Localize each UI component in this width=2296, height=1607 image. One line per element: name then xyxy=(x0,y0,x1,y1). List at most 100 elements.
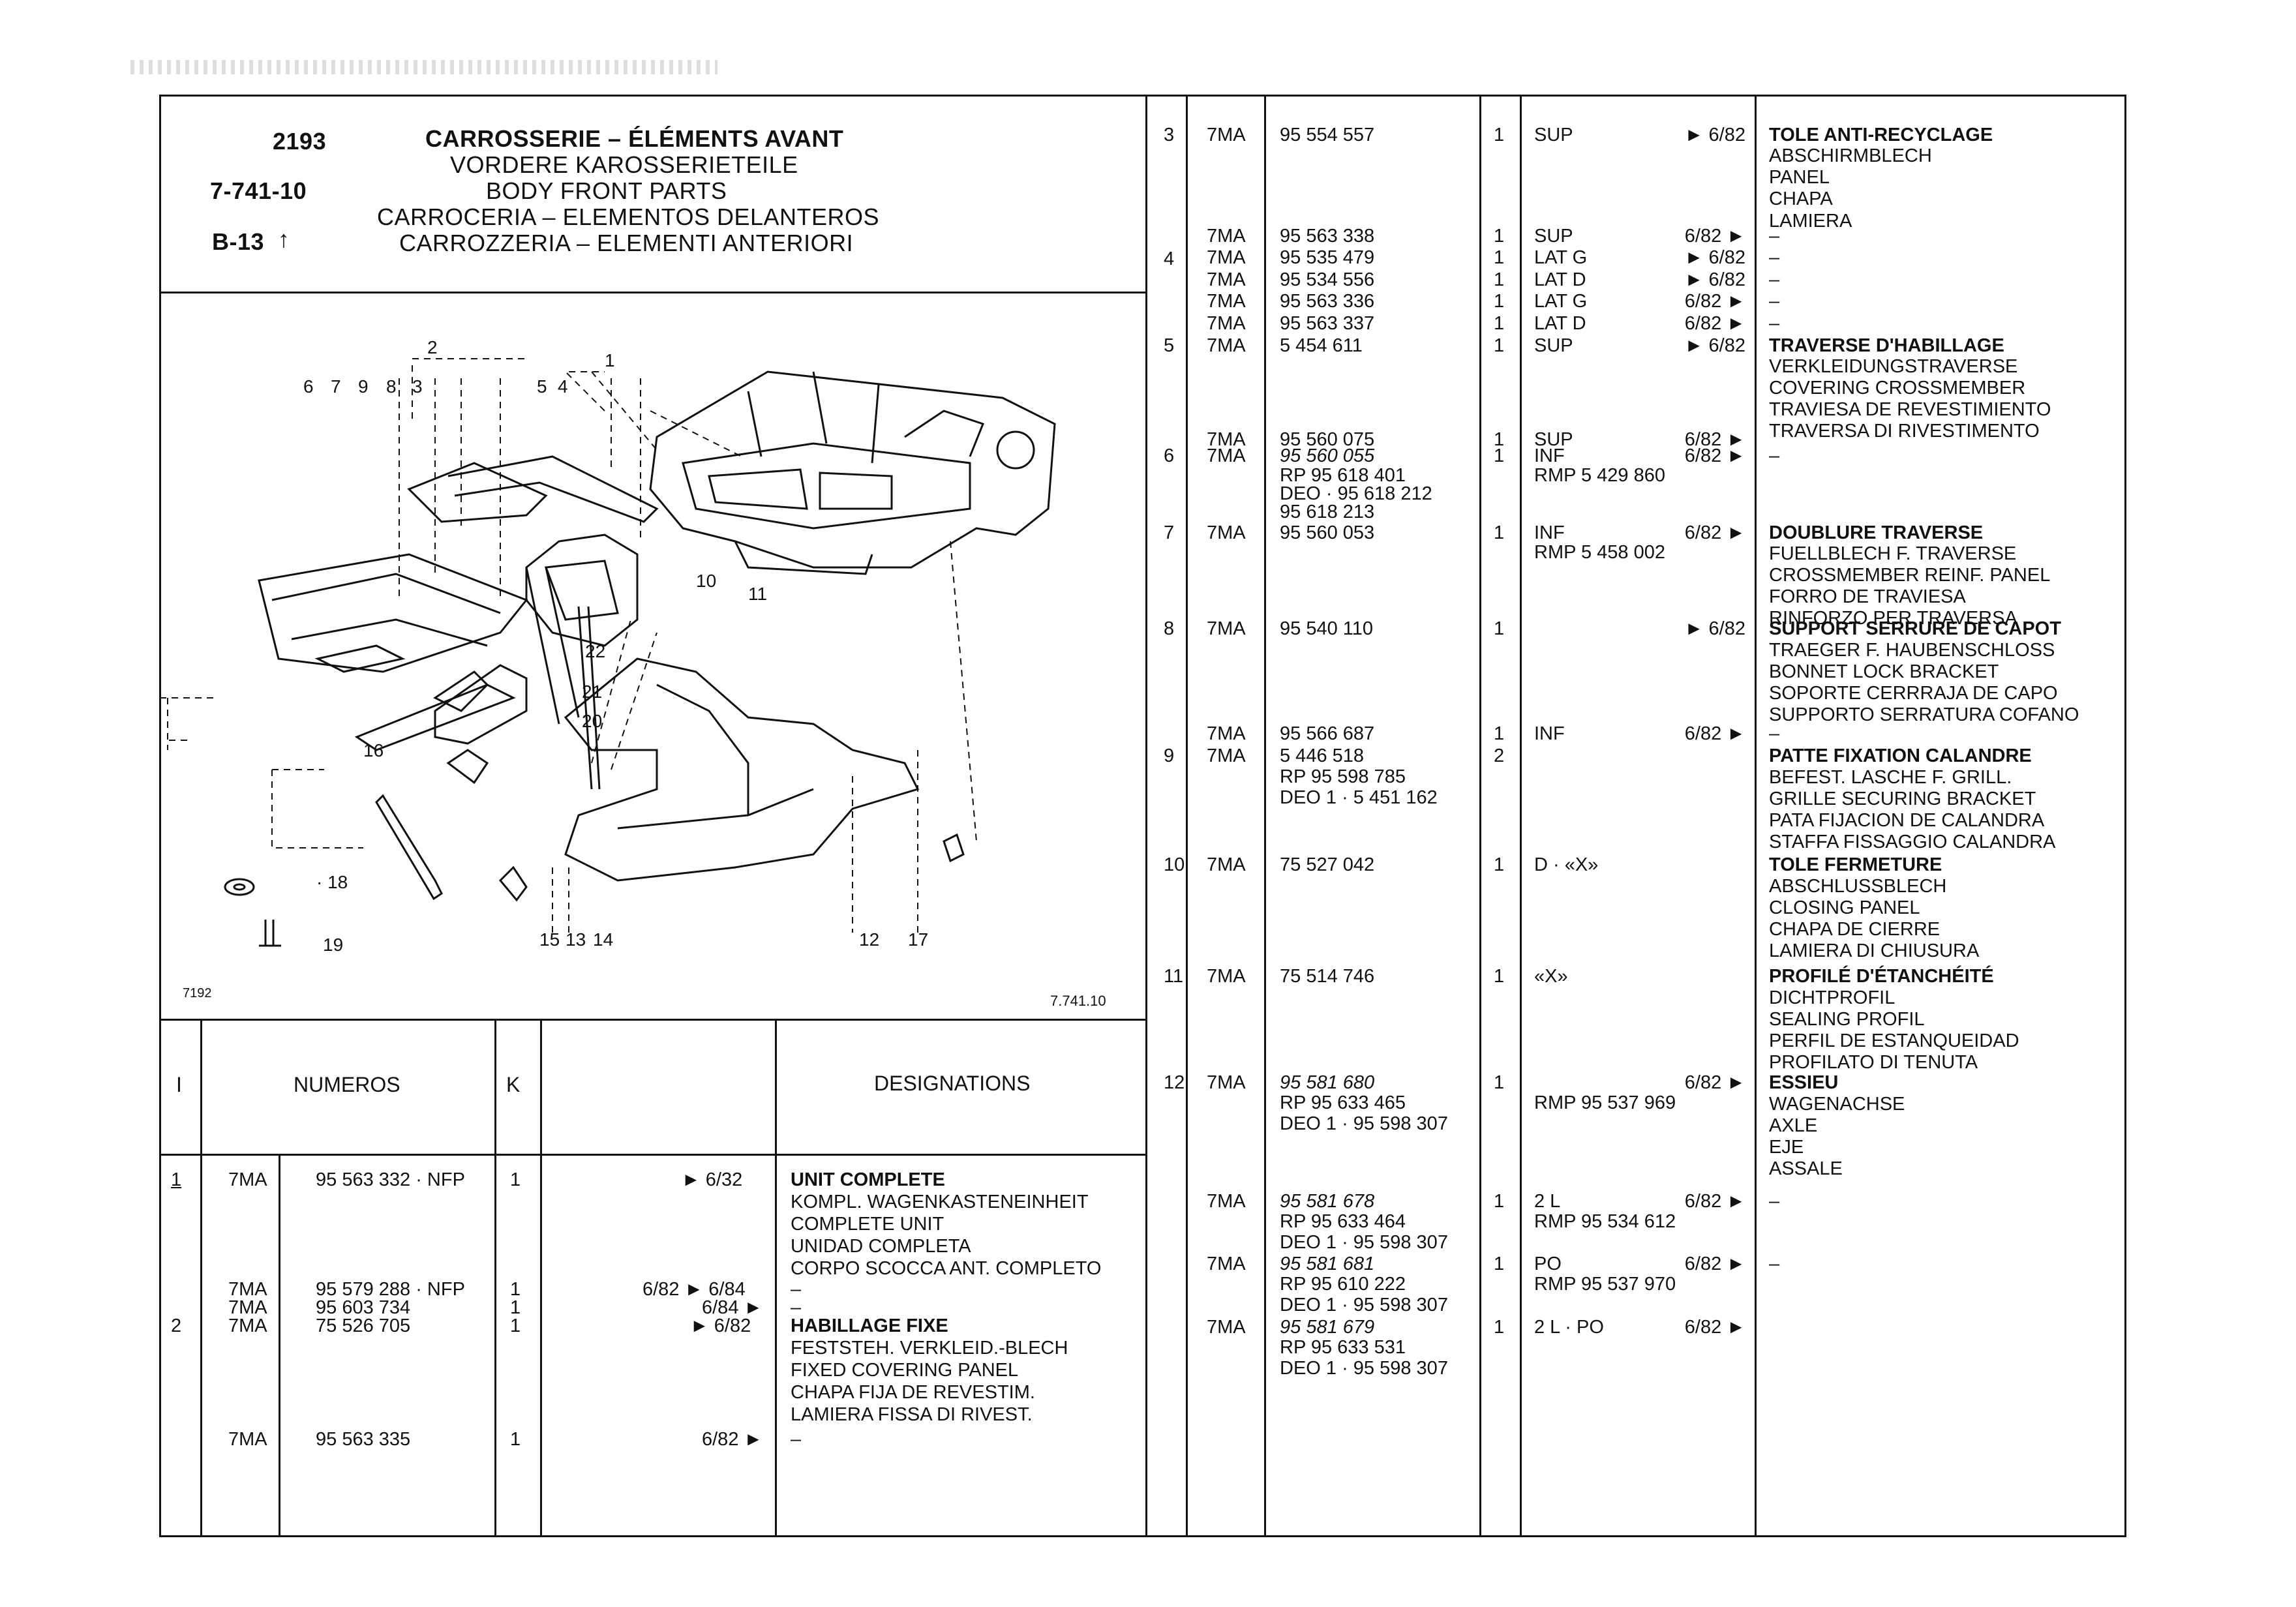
rcol-1-line xyxy=(1186,95,1188,1537)
item-designation: – xyxy=(1769,1254,1780,1274)
svg-text:22: 22 xyxy=(585,641,605,661)
svg-text:13: 13 xyxy=(566,929,586,950)
item-date: 6/82 ► xyxy=(1684,1254,1745,1274)
item-variant: INF xyxy=(1534,522,1565,543)
col-k-line xyxy=(540,1019,542,1537)
item-variant: RMP 5 458 002 xyxy=(1534,542,1665,563)
item-number: 95 563 336 xyxy=(1280,291,1375,312)
page-frame xyxy=(159,95,2126,1537)
item-designation: STAFFA FISSAGGIO CALANDRA xyxy=(1769,832,2056,852)
diagram-divider xyxy=(159,1019,1147,1021)
item-date: 6/82 ► xyxy=(1684,1072,1745,1093)
item-code: 7MA xyxy=(1207,226,1246,247)
row-spec: 6/84 ► xyxy=(702,1297,763,1318)
item-designation: – xyxy=(1769,226,1780,247)
item-number: RP 95 633 465 xyxy=(1280,1092,1406,1113)
svg-text:15: 15 xyxy=(539,929,560,950)
item-qty: 1 xyxy=(1494,1191,1505,1212)
item-code: 7MA xyxy=(1207,1254,1246,1274)
item-number: DEO 1 · 95 598 307 xyxy=(1280,1113,1448,1134)
item-code: 7MA xyxy=(1207,291,1246,312)
item-code: 7MA xyxy=(1207,125,1246,145)
item-designation: COVERING CROSSMEMBER xyxy=(1769,378,2026,398)
item-qty: 1 xyxy=(1494,723,1505,744)
diagram-code-right: 7.741.10 xyxy=(1050,993,1106,1009)
item-number: 95 534 556 xyxy=(1280,269,1375,290)
row-qty: 1 xyxy=(510,1169,521,1190)
col-code-line xyxy=(279,1154,280,1537)
item-number: 95 581 681 xyxy=(1280,1254,1375,1274)
item-number: RP 95 598 785 xyxy=(1280,766,1406,787)
item-code: 7MA xyxy=(1207,966,1246,987)
row-spec: ► 6/32 xyxy=(682,1169,743,1190)
row-code: 7MA xyxy=(228,1169,267,1190)
item-number: DEO 1 · 95 598 307 xyxy=(1280,1295,1448,1315)
row-code: 7MA xyxy=(228,1297,267,1318)
svg-text:· 18: · 18 xyxy=(316,872,348,892)
item-index: 4 xyxy=(1164,248,1175,269)
item-designation: PATA FIJACION DE CALANDRA xyxy=(1769,810,2045,831)
item-index: 3 xyxy=(1164,125,1175,145)
rcol-2-line xyxy=(1264,95,1266,1537)
item-code: 7MA xyxy=(1207,313,1246,334)
title-fr: CARROSSERIE – ÉLÉMENTS AVANT xyxy=(425,125,844,152)
item-designation: ASSALE xyxy=(1769,1158,1843,1179)
body-shell xyxy=(649,370,1056,569)
item-code: 7MA xyxy=(1207,269,1246,290)
item-designation: BEFEST. LASCHE F. GRILL. xyxy=(1769,767,2012,788)
up-arrow-icon: ↑ xyxy=(278,226,290,252)
item-designation: – xyxy=(1769,247,1780,268)
item-index: 8 xyxy=(1164,618,1175,639)
item-designation: – xyxy=(1769,291,1780,312)
item-variant: LAT G xyxy=(1534,291,1588,312)
item-variant: SUP xyxy=(1534,429,1573,450)
item-number: 95 560 053 xyxy=(1280,522,1375,543)
scan-noise xyxy=(130,60,718,74)
item-number: RP 95 610 222 xyxy=(1280,1274,1406,1295)
item-designation: FORRO DE TRAVIESA xyxy=(1769,586,1966,607)
row-code: 7MA xyxy=(228,1279,267,1300)
item-qty: 1 xyxy=(1494,1317,1505,1338)
item-designation: – xyxy=(1769,1191,1780,1212)
row-code: 7MA xyxy=(228,1429,267,1450)
item-date: 6/82 ► xyxy=(1684,429,1745,450)
svg-text:3: 3 xyxy=(412,376,423,397)
callout-labels: 2 6 7 9 8 3 5 4 1 10 11 22 21 20 16 · 18… xyxy=(303,337,928,955)
item-variant: «X» xyxy=(1534,966,1568,987)
svg-text:9: 9 xyxy=(358,376,369,397)
item-designation: TRAVERSA DI RIVESTIMENTO xyxy=(1769,421,2040,442)
item-index: 9 xyxy=(1164,745,1175,766)
item-designation: RINFORZO PER TRAVERSA xyxy=(1769,608,2017,629)
item-variant: D · «X» xyxy=(1534,854,1599,875)
item-number: 95 581 680 xyxy=(1280,1072,1375,1093)
row-desig: COMPLETE UNIT xyxy=(791,1214,944,1235)
row-index: 2 xyxy=(171,1315,182,1336)
item-date: ► 6/82 xyxy=(1684,125,1745,145)
row-desig: FESTSTEH. VERKLEID.-BLECH xyxy=(791,1338,1068,1359)
item-date: 6/82 ► xyxy=(1684,313,1745,334)
item-qty: 1 xyxy=(1494,1072,1505,1093)
exploded-parts-diagram: 2 6 7 9 8 3 5 4 1 10 11 22 21 20 16 · 18… xyxy=(161,337,1056,955)
item-qty: 1 xyxy=(1494,269,1505,290)
item-number: 95 581 679 xyxy=(1280,1317,1375,1338)
item-variant: LAT D xyxy=(1534,313,1586,334)
svg-text:11: 11 xyxy=(748,584,767,604)
col-designations-header: DESIGNATIONS xyxy=(874,1072,1031,1095)
item-date: 6/82 ► xyxy=(1684,1317,1745,1338)
rcol-3-line xyxy=(1479,95,1481,1537)
item-designation: – xyxy=(1769,269,1780,290)
item-code: 7MA xyxy=(1207,1072,1246,1093)
table-header-divider xyxy=(159,1154,1147,1156)
item-code: 7MA xyxy=(1207,1191,1246,1212)
row-desig: – xyxy=(791,1279,802,1300)
item-designation: PATTE FIXATION CALANDRE xyxy=(1769,745,2032,766)
item-designation: – xyxy=(1769,723,1780,744)
item-number: 5 446 518 xyxy=(1280,745,1365,766)
item-designation: WAGENACHSE xyxy=(1769,1094,1905,1115)
title-de: VORDERE KAROSSERIETEILE xyxy=(450,151,798,178)
col-i-header: I xyxy=(176,1073,182,1096)
item-designation: TRAVIESA DE REVESTIMIENTO xyxy=(1769,399,2051,420)
item-designation: AXLE xyxy=(1769,1115,1818,1136)
item-date: ► 6/82 xyxy=(1684,335,1745,356)
col-numeros-header: NUMEROS xyxy=(294,1073,400,1096)
